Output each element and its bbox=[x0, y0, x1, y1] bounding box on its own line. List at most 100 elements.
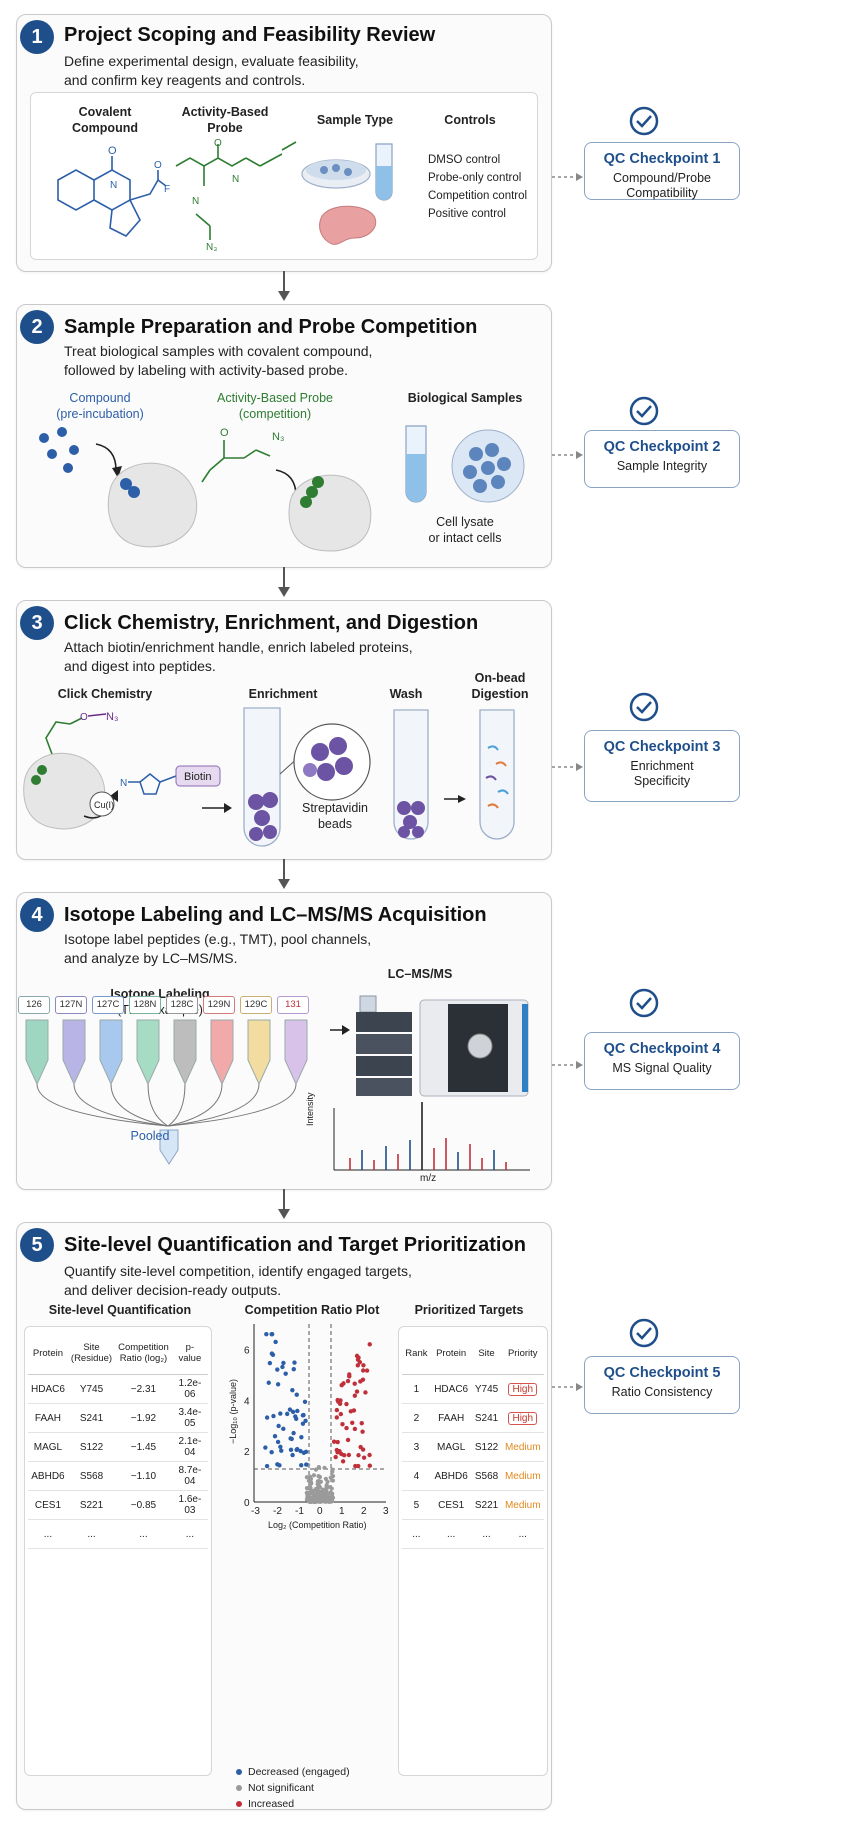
x-tick-label: 2 bbox=[361, 1506, 367, 1517]
increased-point bbox=[333, 1454, 338, 1460]
table-cell: ABHD6 bbox=[28, 1461, 68, 1491]
controls-label: Controls bbox=[444, 113, 496, 127]
svg-text:O: O bbox=[220, 427, 229, 439]
stage-4-number: 4 bbox=[20, 898, 54, 932]
stage-1-title: Project Scoping and Feasibility Review bbox=[64, 24, 436, 46]
increased-point bbox=[364, 1368, 370, 1373]
increased-point bbox=[367, 1342, 372, 1347]
lcms-label: LC–MS/MS bbox=[387, 967, 453, 981]
table-cell: S122 bbox=[67, 1432, 116, 1462]
legend-dot bbox=[236, 1785, 242, 1791]
table-cell: −1.92 bbox=[115, 1403, 172, 1433]
decreased-point bbox=[284, 1411, 290, 1417]
x-tick-label: -3 bbox=[251, 1506, 260, 1517]
increased-point bbox=[346, 1452, 352, 1458]
y-tick-label: 4 bbox=[244, 1396, 250, 1407]
stage-5-title: Site-level Quantification and Target Pri… bbox=[64, 1234, 526, 1256]
qc-4-sub: MS Signal Quality bbox=[612, 1061, 712, 1075]
svg-text:N: N bbox=[120, 778, 127, 789]
click-protein-illustration: O N₃ Cu(I) N Biotin bbox=[23, 711, 232, 830]
table-header-cell: Site bbox=[471, 1332, 502, 1375]
biotin-label: Biotin bbox=[184, 771, 212, 783]
x-tick-label: -1 bbox=[295, 1506, 304, 1517]
decreased-point bbox=[303, 1418, 308, 1424]
enrichment-label: Enrichment bbox=[248, 687, 318, 701]
increased-point bbox=[360, 1368, 366, 1373]
table-cell: MAGL bbox=[430, 1432, 472, 1462]
tmt-channel-131: 131 bbox=[277, 996, 309, 1014]
tmt-channel-129N: 129N bbox=[203, 996, 235, 1014]
increased-point bbox=[361, 1363, 366, 1368]
ns-point bbox=[317, 1496, 323, 1501]
decreased-point bbox=[292, 1360, 297, 1365]
decreased-point bbox=[263, 1445, 268, 1450]
decreased-point bbox=[269, 1351, 275, 1356]
priority-badge: Medium bbox=[504, 1499, 541, 1511]
decreased-point bbox=[301, 1450, 307, 1455]
y-tick-label: 0 bbox=[244, 1498, 250, 1509]
ns-point bbox=[311, 1473, 317, 1478]
table-cell: ... bbox=[471, 1519, 502, 1549]
x-tick-label: 0 bbox=[317, 1506, 323, 1517]
stage-3-desc: Attach biotin/enrichment handle, enrich … bbox=[64, 639, 413, 674]
increased-point bbox=[331, 1439, 337, 1444]
table-cell: 5 bbox=[402, 1490, 431, 1520]
stage-3-down-arrow bbox=[278, 859, 290, 889]
decreased-point bbox=[299, 1463, 304, 1468]
tmt-tube-126 bbox=[25, 1019, 49, 1086]
stage-2-down-arrow bbox=[278, 567, 290, 597]
table-cell: CES1 bbox=[430, 1490, 472, 1520]
table-cell: Y745 bbox=[67, 1374, 116, 1404]
qc-3-sub: Enrichment Specificity bbox=[630, 759, 694, 788]
click-chemistry-label: Click Chemistry bbox=[57, 687, 153, 701]
ns-point bbox=[323, 1476, 329, 1482]
decreased-point bbox=[287, 1407, 293, 1412]
decreased-point bbox=[289, 1436, 294, 1442]
ns-point bbox=[323, 1497, 328, 1502]
table-cell: S568 bbox=[67, 1461, 116, 1491]
ns-point bbox=[308, 1476, 314, 1481]
qc-2-sub: Sample Integrity bbox=[616, 459, 708, 473]
increased-point bbox=[356, 1453, 361, 1458]
cu-label: Cu(I) bbox=[94, 800, 114, 810]
decreased-point bbox=[290, 1409, 296, 1415]
x-tick-label: -2 bbox=[273, 1506, 282, 1517]
ns-point bbox=[329, 1486, 334, 1491]
tmt-channel-128N: 128N bbox=[129, 996, 161, 1014]
priority-badge: Medium bbox=[504, 1441, 541, 1453]
ns-point bbox=[330, 1469, 335, 1474]
table-cell: MAGL bbox=[28, 1432, 68, 1462]
increased-point bbox=[335, 1439, 340, 1445]
ns-point bbox=[329, 1496, 334, 1501]
decreased-point bbox=[272, 1434, 278, 1439]
control-item-3: Competition control bbox=[428, 190, 528, 202]
ns-point bbox=[304, 1475, 309, 1480]
stage-1-desc: Define experimental design, evaluate fea… bbox=[64, 53, 359, 88]
table-cell: −1.45 bbox=[115, 1432, 172, 1462]
stage-1-down-arrow bbox=[278, 271, 290, 301]
decreased-point bbox=[291, 1366, 296, 1372]
table-cell: ABHD6 bbox=[430, 1461, 472, 1491]
abp-binding-illustration: O N₃ bbox=[201, 427, 372, 552]
decreased-point bbox=[278, 1411, 283, 1416]
x-axis-label: Log₂ (Competition Ratio) bbox=[268, 1520, 367, 1530]
qc-1-sub: Compound/Probe Compatibility bbox=[613, 171, 711, 200]
increased-point bbox=[352, 1381, 357, 1386]
priority-badge: High bbox=[508, 1382, 538, 1396]
ns-point bbox=[305, 1486, 310, 1491]
table-cell: 2 bbox=[402, 1403, 431, 1433]
stage-1-number: 1 bbox=[20, 20, 54, 54]
digestion-label: On-bead Digestion bbox=[471, 671, 529, 701]
table-header-cell: Competition Ratio (log₂) bbox=[115, 1332, 172, 1375]
sample-type-icons bbox=[301, 143, 393, 245]
table-cell: ... bbox=[67, 1519, 116, 1549]
table-cell: S221 bbox=[67, 1490, 116, 1520]
pool-line bbox=[167, 1083, 297, 1127]
stage-2-title: Sample Preparation and Probe Competition bbox=[64, 316, 478, 338]
lcms-instrument-illustration bbox=[330, 995, 529, 1097]
